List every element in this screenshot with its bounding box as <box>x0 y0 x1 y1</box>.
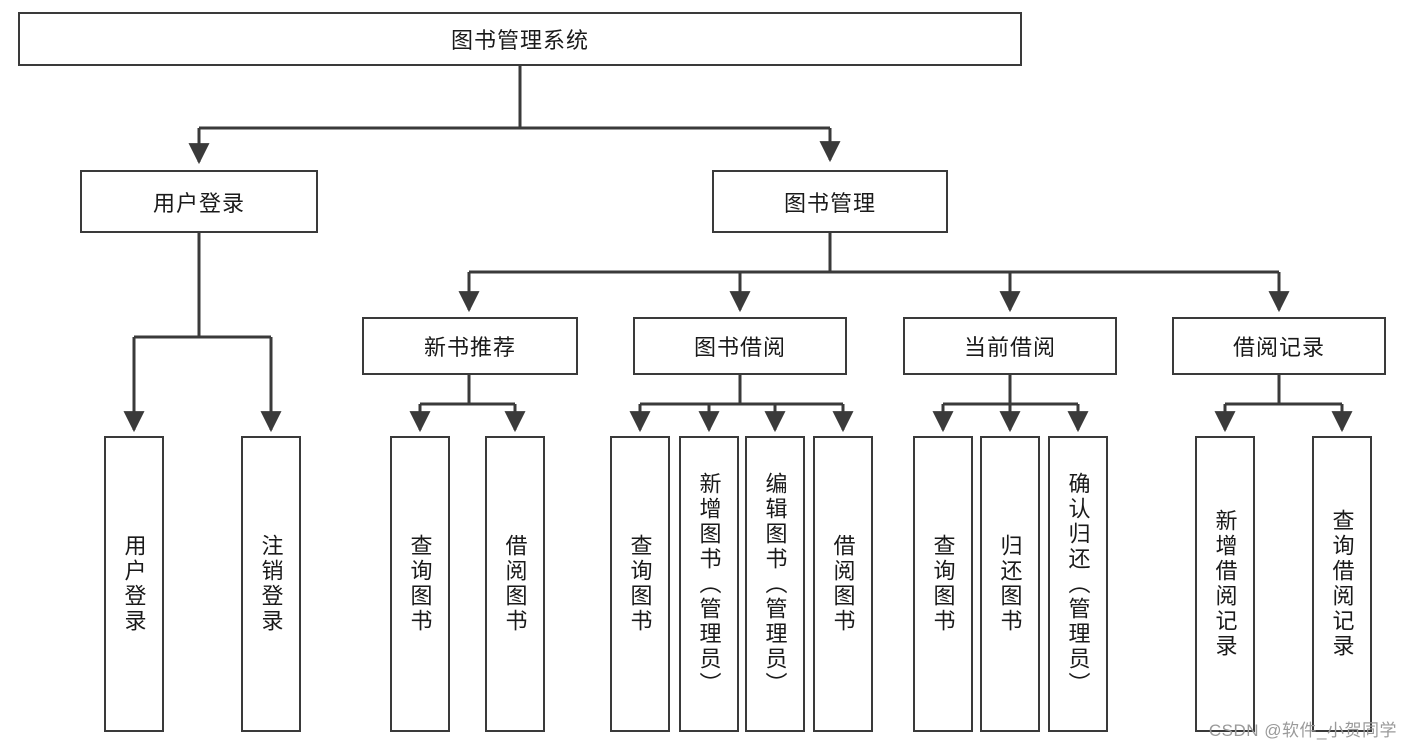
leaf-book-borrow-4[interactable]: 借阅图书 <box>813 436 873 732</box>
leaf-user-login-1[interactable]: 用户登录 <box>104 436 164 732</box>
leaf-new-book-1[interactable]: 查询图书 <box>390 436 450 732</box>
node-book-borrow-label: 图书借阅 <box>693 335 786 360</box>
leaf-current-borrow-3[interactable]: 确认归还（管理员） <box>1048 436 1108 732</box>
node-new-book-recommend-label: 新书推荐 <box>423 335 516 360</box>
leaf-new-book-2[interactable]: 借阅图书 <box>485 436 545 732</box>
leaf-borrow-record-1[interactable]: 新增借阅记录 <box>1195 436 1255 732</box>
node-book-manage[interactable]: 图书管理 <box>712 170 948 233</box>
leaf-current-borrow-2[interactable]: 归还图书 <box>980 436 1040 732</box>
node-user-login[interactable]: 用户登录 <box>80 170 318 233</box>
node-current-borrow[interactable]: 当前借阅 <box>903 317 1117 375</box>
node-root[interactable]: 图书管理系统 <box>18 12 1022 66</box>
leaf-user-login-2[interactable]: 注销登录 <box>241 436 301 732</box>
leaf-borrow-record-2[interactable]: 查询借阅记录 <box>1312 436 1372 732</box>
node-book-manage-label: 图书管理 <box>783 190 876 216</box>
watermark: CSDN @软件_小贺同学 <box>1208 721 1397 740</box>
node-new-book-recommend[interactable]: 新书推荐 <box>362 317 578 375</box>
leaf-book-borrow-3[interactable]: 编辑图书（管理员） <box>745 436 805 732</box>
leaf-current-borrow-1[interactable]: 查询图书 <box>913 436 973 732</box>
node-root-label: 图书管理系统 <box>450 28 589 53</box>
node-user-login-label: 用户登录 <box>152 190 245 216</box>
leaf-book-borrow-2[interactable]: 新增图书（管理员） <box>679 436 739 732</box>
node-borrow-record[interactable]: 借阅记录 <box>1172 317 1386 375</box>
node-current-borrow-label: 当前借阅 <box>963 335 1056 360</box>
node-borrow-record-label: 借阅记录 <box>1232 335 1325 360</box>
leaf-book-borrow-1[interactable]: 查询图书 <box>610 436 670 732</box>
node-book-borrow[interactable]: 图书借阅 <box>633 317 847 375</box>
